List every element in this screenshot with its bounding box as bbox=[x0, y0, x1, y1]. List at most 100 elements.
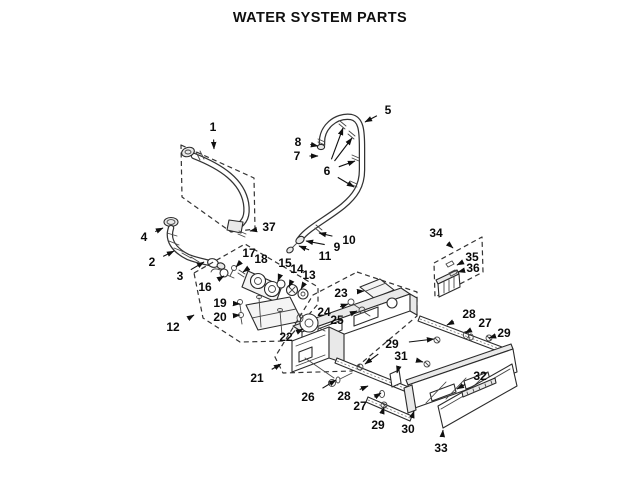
svg-text:12: 12 bbox=[166, 320, 180, 334]
drawer-frame bbox=[403, 343, 518, 414]
callout-21: 21 bbox=[250, 363, 282, 385]
callout-37: 37 bbox=[249, 220, 276, 234]
callout-4: 4 bbox=[141, 227, 164, 244]
svg-text:31: 31 bbox=[394, 349, 408, 363]
rail-segment-lower bbox=[365, 396, 413, 422]
svg-text:13: 13 bbox=[302, 268, 316, 282]
callout-31: 31 bbox=[394, 349, 424, 374]
svg-text:29: 29 bbox=[497, 326, 511, 340]
svg-text:4: 4 bbox=[141, 230, 148, 244]
fastener-35 bbox=[445, 260, 455, 268]
callout-11: 11 bbox=[298, 245, 332, 263]
callout-22: 22 bbox=[279, 328, 304, 344]
callout-36: 36 bbox=[457, 261, 480, 275]
hose-end-elbow bbox=[226, 219, 244, 234]
group-box-12 bbox=[193, 243, 319, 343]
fastener-36 bbox=[448, 269, 458, 277]
page-title: WATER SYSTEM PARTS bbox=[232, 10, 408, 26]
callout-3: 3 bbox=[177, 261, 205, 283]
solenoid-1 bbox=[249, 272, 267, 290]
svg-text:15: 15 bbox=[278, 256, 292, 270]
callout-12: 12 bbox=[166, 314, 195, 334]
callout-16: 16 bbox=[198, 275, 225, 294]
hose-barb-16 bbox=[219, 268, 229, 278]
callout-1: 1 bbox=[210, 120, 217, 150]
drawer-front-panel bbox=[437, 363, 518, 429]
callout-2: 2 bbox=[149, 250, 175, 269]
callout-34: 34 bbox=[429, 226, 454, 249]
clip-37 bbox=[237, 230, 247, 238]
svg-text:21: 21 bbox=[250, 371, 264, 385]
svg-text:36: 36 bbox=[466, 261, 480, 275]
corrugation-ribs bbox=[166, 232, 200, 263]
mounting-bolts bbox=[258, 297, 283, 336]
hose-clamp bbox=[195, 150, 205, 161]
svg-text:23: 23 bbox=[334, 286, 348, 300]
svg-text:9: 9 bbox=[334, 240, 341, 254]
hose-end-cap bbox=[216, 262, 226, 270]
callout-7: 7 bbox=[294, 149, 319, 163]
svg-text:22: 22 bbox=[279, 330, 293, 344]
svg-text:6: 6 bbox=[324, 164, 331, 178]
hose-coupling bbox=[181, 146, 195, 158]
callout-23: 23 bbox=[334, 286, 365, 300]
inlet-fittings bbox=[163, 216, 226, 270]
svg-text:26: 26 bbox=[301, 390, 315, 404]
screw-24 bbox=[347, 298, 355, 306]
callout-6: 6 bbox=[324, 127, 356, 188]
clip-18 bbox=[237, 269, 246, 278]
screw-29-set bbox=[356, 334, 493, 409]
callout-10: 10 bbox=[318, 231, 356, 247]
callout-17: 17 bbox=[235, 246, 256, 268]
svg-text:1: 1 bbox=[210, 120, 217, 134]
callout-29: 29 bbox=[488, 326, 511, 340]
housing-strut bbox=[304, 357, 335, 379]
svg-text:25: 25 bbox=[330, 313, 344, 327]
grommet-13 bbox=[297, 288, 309, 300]
callout-24: 24 bbox=[317, 303, 349, 319]
svg-text:7: 7 bbox=[294, 149, 301, 163]
svg-text:27: 27 bbox=[353, 399, 367, 413]
svg-text:19: 19 bbox=[213, 296, 227, 310]
callout-25: 25 bbox=[330, 310, 358, 327]
svg-text:27: 27 bbox=[478, 316, 492, 330]
callout-32: 32 bbox=[456, 369, 487, 390]
callout-14: 14 bbox=[288, 262, 304, 288]
svg-text:33: 33 bbox=[434, 441, 448, 455]
hinge-bracket-31 bbox=[389, 369, 402, 388]
svg-text:11: 11 bbox=[319, 249, 332, 263]
callout-29: 29 bbox=[371, 406, 385, 432]
seal-15 bbox=[276, 279, 286, 289]
callout-9: 9 bbox=[305, 239, 341, 254]
callout-26: 26 bbox=[301, 379, 337, 404]
fill-hose-assembly bbox=[286, 113, 366, 254]
svg-text:17: 17 bbox=[242, 246, 256, 260]
svg-text:32: 32 bbox=[473, 369, 487, 383]
callout-5: 5 bbox=[364, 103, 392, 123]
pump-22 bbox=[299, 313, 319, 333]
switch-group bbox=[433, 236, 484, 298]
svg-text:30: 30 bbox=[401, 422, 415, 436]
svg-text:28: 28 bbox=[337, 389, 351, 403]
screw-25 bbox=[358, 306, 366, 314]
callout-33: 33 bbox=[434, 429, 448, 455]
screw-17 bbox=[231, 265, 237, 271]
frame-left-cap bbox=[403, 384, 417, 414]
svg-text:35: 35 bbox=[465, 250, 479, 264]
callout-35: 35 bbox=[456, 250, 479, 266]
callout-29: 29 bbox=[364, 337, 435, 365]
callout-30: 30 bbox=[401, 410, 415, 436]
svg-text:10: 10 bbox=[342, 233, 356, 247]
dispenser-assembly-group bbox=[274, 271, 418, 387]
svg-text:24: 24 bbox=[317, 305, 331, 319]
hose-elbow-end bbox=[286, 246, 294, 254]
callout-20: 20 bbox=[213, 310, 241, 324]
fill-hose bbox=[296, 113, 366, 243]
callout-18: 18 bbox=[242, 252, 268, 273]
svg-text:28: 28 bbox=[462, 307, 476, 321]
panel-33 bbox=[437, 363, 518, 429]
group-box-34 bbox=[433, 236, 484, 298]
svg-text:8: 8 bbox=[295, 135, 302, 149]
